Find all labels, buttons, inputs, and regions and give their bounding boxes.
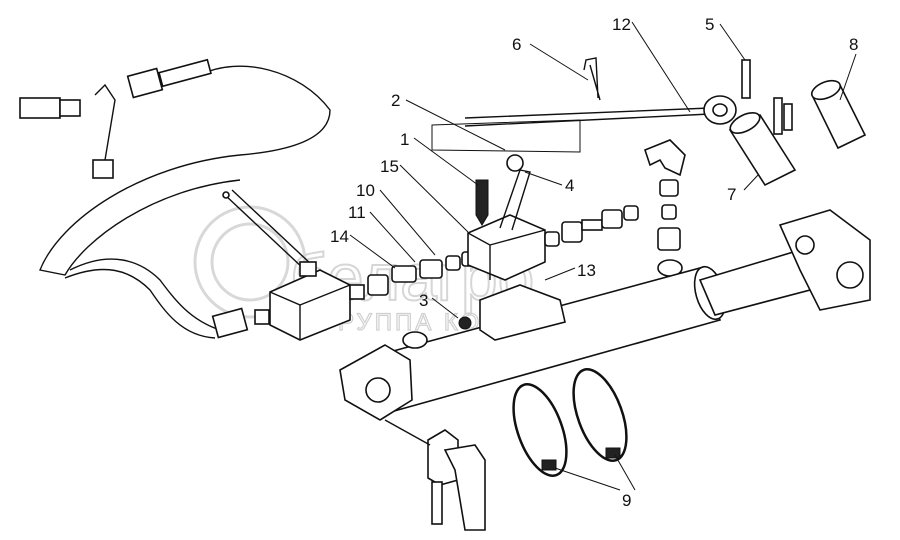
callout-14: 14 [330,227,349,246]
callout-5: 5 [705,15,714,34]
callout-9: 9 [622,491,631,510]
control-valve [222,189,365,341]
callout-12: 12 [612,15,631,34]
callout-6: 6 [512,35,521,54]
callout-3: 3 [419,291,428,310]
leader-lines [349,21,857,491]
callout-11: 11 [348,203,366,222]
hose-clamps [512,368,628,477]
callout-labels: 1 2 3 4 5 6 7 8 9 10 11 12 13 14 15 [330,15,858,510]
callout-10: 10 [356,181,375,200]
hose-assembly [19,58,331,339]
hydraulic-cylinder [339,209,871,421]
lower-bracket [384,419,486,531]
adjusting-rod [431,57,737,153]
pins [728,59,867,187]
callout-8: 8 [849,35,858,54]
callout-7: 7 [727,185,736,204]
callout-4: 4 [565,176,574,195]
callout-15: 15 [380,157,399,176]
fittings [367,139,686,296]
callout-1: 1 [400,130,409,149]
callout-2: 2 [391,91,400,110]
callout-13: 13 [577,261,596,280]
